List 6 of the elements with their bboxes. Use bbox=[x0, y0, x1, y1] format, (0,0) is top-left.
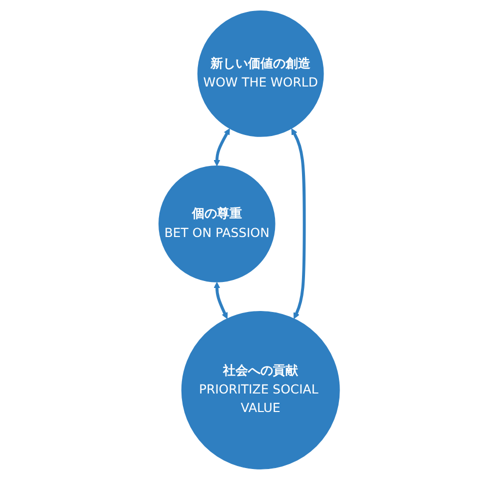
node-circle: 新しい価値の創造 WOW THE WORLD bbox=[197, 10, 324, 136]
node-circle: 社会への貢献 PRIORITIZE SOCIAL VALUE bbox=[181, 310, 340, 469]
arrow bbox=[214, 128, 230, 166]
arrow bbox=[214, 282, 228, 319]
node-circle: 個の尊重 BET ON PASSION bbox=[158, 165, 276, 282]
arrow bbox=[291, 128, 306, 319]
